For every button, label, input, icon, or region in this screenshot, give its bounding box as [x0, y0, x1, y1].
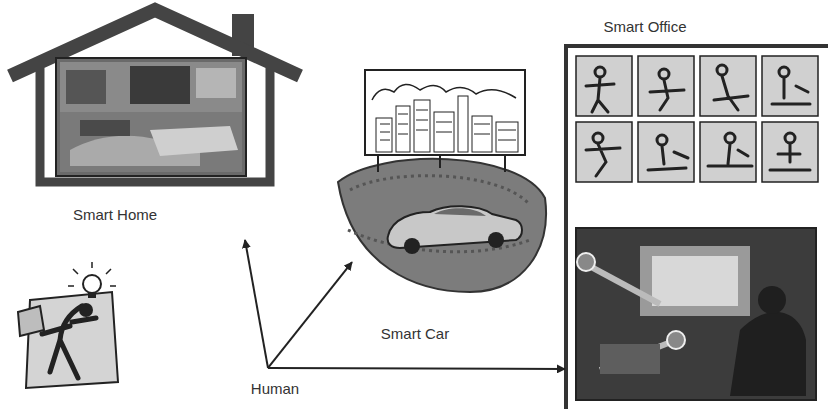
office-icon-grid-part — [576, 122, 632, 182]
human-illustration-part — [18, 306, 44, 336]
house-illustration-part — [60, 62, 242, 112]
car-illustration-part — [496, 122, 518, 152]
office-icon-grid-part — [638, 122, 694, 182]
office-photo-part — [758, 286, 786, 314]
car-illustration-part — [377, 155, 379, 172]
office-worker-figures-part — [586, 78, 614, 112]
office-photo-part — [652, 256, 738, 306]
office-worker-figures-part — [714, 76, 748, 110]
office-photo-part — [577, 253, 595, 271]
car-illustration-part — [488, 232, 504, 248]
house-illustration-part — [56, 58, 246, 176]
house-illustration-part — [60, 112, 242, 172]
car-illustration-part — [414, 100, 430, 152]
scene-label: Human — [249, 380, 301, 398]
scene-node: Smart Car — [352, 65, 545, 290]
house-illustration-part — [66, 70, 106, 104]
office-icon-grid-part — [576, 56, 632, 116]
car-illustration-part — [380, 110, 516, 140]
arrow-connector — [245, 240, 268, 368]
scene-label: Smart Home — [71, 206, 159, 224]
car-illustration-part — [439, 155, 441, 168]
office-worker-figures-part — [648, 146, 688, 170]
house-illustration-part — [80, 120, 130, 136]
office-icon-grid-part — [700, 56, 756, 116]
car-illustration-part — [338, 159, 546, 292]
office-photo-part — [730, 312, 806, 396]
office-worker-figures-part — [770, 144, 810, 170]
office-illustration-part — [566, 46, 828, 409]
house-illustration-part — [196, 68, 236, 98]
scene-label: Smart Car — [379, 325, 451, 343]
office-icon-grid-part — [762, 56, 818, 116]
office-icon-grid-part — [700, 122, 756, 182]
office-worker-figures-part — [779, 67, 789, 77]
office-worker-figures-part — [650, 80, 684, 110]
office-illustration — [566, 46, 828, 409]
human-illustration-part — [42, 306, 96, 378]
office-worker-figures-part — [725, 133, 735, 143]
office-worker-figures-part — [593, 133, 603, 143]
office-worker-figures-part — [595, 67, 605, 77]
scene-label: Smart Office — [601, 18, 688, 36]
scene-node: Smart Home — [5, 5, 305, 240]
scene-node: Smart Office — [565, 45, 828, 409]
office-worker-figures-part — [659, 69, 669, 79]
human-illustration-part — [83, 275, 101, 293]
human-illustration-part — [79, 303, 93, 317]
office-worker-figures-part — [708, 144, 752, 166]
office-worker-figures-part — [657, 135, 667, 145]
office-worker-figures — [586, 65, 810, 176]
car-illustration-part — [458, 96, 468, 152]
car-illustration-part — [348, 176, 530, 252]
car-illustration-part — [404, 238, 420, 254]
office-photo — [577, 246, 806, 396]
office-worker-figures-part — [785, 133, 795, 143]
house-illustration-part — [130, 66, 190, 104]
office-worker-figures-part — [717, 65, 727, 75]
office-illustration-part — [576, 228, 816, 400]
office-photo-part — [667, 331, 685, 349]
office-icon-grid — [576, 56, 818, 182]
human-illustration-part — [88, 292, 96, 298]
human-illustration — [18, 262, 118, 388]
house-illustration — [10, 10, 300, 182]
car-illustration-part — [376, 118, 392, 152]
office-worker-figures-part — [586, 144, 620, 176]
car-illustration-part — [504, 155, 506, 172]
scene-node: Human — [10, 262, 268, 405]
house-illustration-part — [150, 126, 238, 156]
car-illustration-part — [372, 84, 516, 100]
arrow-connector — [268, 367, 565, 370]
office-photo-part — [600, 344, 660, 374]
human-illustration-part — [68, 262, 116, 286]
car-illustration-part — [434, 208, 486, 216]
car-illustration-part — [365, 70, 525, 155]
office-worker-figures-part — [772, 78, 810, 104]
arrow-connector — [268, 262, 352, 368]
car-illustration-part — [396, 106, 410, 152]
office-icon-grid-part — [762, 122, 818, 182]
office-icon-grid-part — [638, 56, 694, 116]
car-illustration — [338, 70, 546, 292]
